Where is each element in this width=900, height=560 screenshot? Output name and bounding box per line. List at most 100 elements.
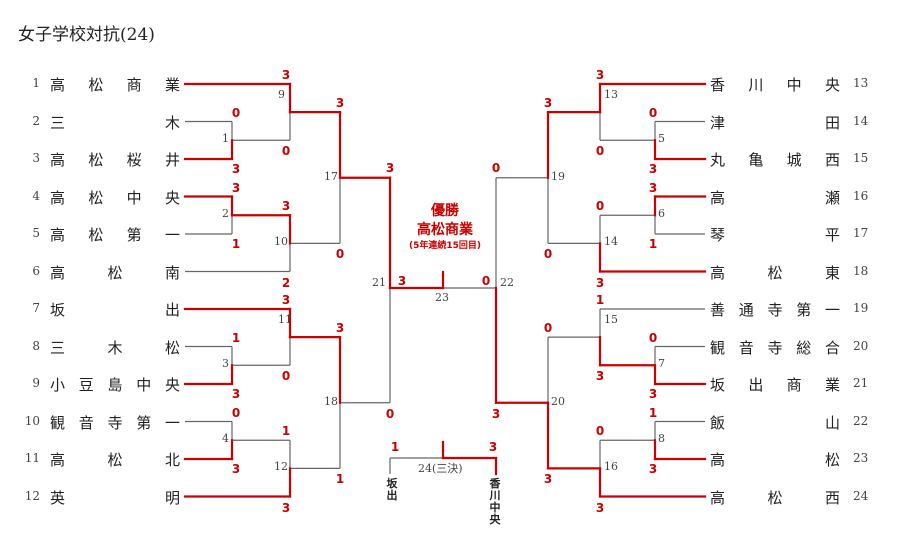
team-name: 香川中央 (710, 76, 840, 94)
score: 0 (231, 405, 241, 420)
score: 3 (543, 96, 553, 111)
team-name: 津田 (710, 113, 840, 132)
game-number: 7 (658, 357, 665, 371)
team-number: 6 (32, 263, 40, 278)
score: 3 (595, 500, 605, 515)
team-number: 21 (853, 376, 869, 390)
third-place-right-team: 香川中央 (489, 477, 501, 526)
score: 1 (648, 405, 658, 420)
score: 0 (543, 247, 553, 262)
game-number: 6 (658, 207, 665, 221)
score: 3 (648, 462, 658, 476)
team-name: 飯山 (710, 413, 840, 432)
score: 0 (335, 247, 345, 262)
champion-team: 高松商業 (417, 222, 473, 238)
game-number: 18 (324, 394, 338, 408)
score: 3 (595, 369, 605, 384)
score: 1 (231, 330, 241, 345)
score: 0 (385, 406, 395, 421)
game-number: 4 (222, 432, 229, 446)
score: 1 (595, 293, 605, 307)
score: 3 (281, 68, 291, 82)
score: 3 (648, 180, 658, 195)
game-number: 5 (658, 132, 665, 146)
champion-box: 優勝 高松商業 (5年連続15回目) (385, 202, 505, 253)
third-place-left-team: 坂出 (386, 477, 398, 502)
score: 3 (397, 274, 407, 288)
champion-note: (5年連続15回目) (408, 241, 481, 251)
score: 3 (648, 162, 658, 176)
team-name: 高松商業 (50, 76, 180, 94)
team-name: 高松西 (710, 488, 840, 507)
score: 0 (595, 144, 605, 159)
team-name: 小豆島中央 (50, 376, 180, 394)
game-number: 15 (604, 313, 618, 326)
score: 3 (491, 406, 501, 421)
score: 3 (335, 96, 345, 111)
team-name: 高瀬 (710, 188, 840, 207)
score: 3 (595, 68, 605, 82)
team-name: 高松中央 (50, 188, 180, 207)
team-name: 高松南 (50, 263, 180, 282)
game-number: 20 (551, 394, 565, 408)
game-number: 9 (278, 88, 285, 101)
team-number: 5 (32, 226, 40, 240)
team-number: 22 (853, 413, 869, 428)
game-number: 13 (604, 88, 618, 101)
champion-label: 優勝 (431, 203, 459, 219)
team-name: 坂出商業 (710, 376, 840, 394)
team-number: 4 (32, 188, 40, 203)
team-name: 善通寺第一 (710, 301, 840, 319)
team-name: 観音寺第一 (50, 413, 180, 432)
team-number: 18 (853, 263, 869, 278)
score: 0 (281, 144, 291, 159)
team-number: 16 (853, 188, 869, 203)
score: 3 (488, 440, 498, 454)
score: 3 (281, 199, 291, 214)
team-name: 高松桜井 (50, 151, 180, 169)
score: 0 (648, 330, 658, 345)
team-number: 17 (853, 226, 869, 240)
score: 1 (390, 440, 400, 454)
score: 0 (543, 321, 553, 336)
game-number: 10 (274, 235, 288, 249)
team-name: 丸亀城西 (710, 151, 840, 169)
team-name: 三木 (50, 113, 180, 132)
team-number: 15 (853, 151, 869, 165)
team-name: 英明 (50, 488, 180, 507)
score: 3 (231, 387, 241, 401)
team-number: 11 (24, 451, 40, 465)
page-title: 女子学校対抗(24) (18, 25, 155, 45)
game-number: 24(三決) (418, 462, 463, 475)
team-name: 観音寺総合 (710, 338, 840, 357)
score: 0 (595, 424, 605, 439)
score: 0 (281, 369, 291, 384)
score: 1 (648, 237, 658, 251)
team-number: 23 (853, 451, 869, 465)
team-number: 3 (32, 151, 40, 165)
score: 0 (481, 274, 491, 288)
game-number: 14 (604, 235, 618, 249)
team-number: 13 (853, 76, 869, 90)
team-number: 14 (853, 113, 869, 128)
score: 3 (543, 472, 553, 487)
game-number: 17 (324, 169, 338, 183)
team-name: 高松北 (50, 451, 180, 469)
score: 1 (335, 472, 345, 487)
team-number: 1 (32, 76, 40, 90)
team-number: 8 (32, 338, 40, 353)
score: 3 (335, 321, 345, 336)
team-name: 坂出 (50, 301, 180, 319)
game-number: 21 (372, 276, 386, 289)
game-number: 19 (551, 169, 565, 183)
team-number: 7 (32, 301, 40, 315)
team-name: 三木松 (50, 338, 180, 357)
game-number: 11 (278, 313, 292, 326)
score: 3 (231, 162, 241, 176)
game-number: 8 (658, 432, 665, 446)
score: 0 (595, 199, 605, 214)
score: 3 (385, 160, 395, 175)
game-number: 2 (222, 207, 229, 221)
